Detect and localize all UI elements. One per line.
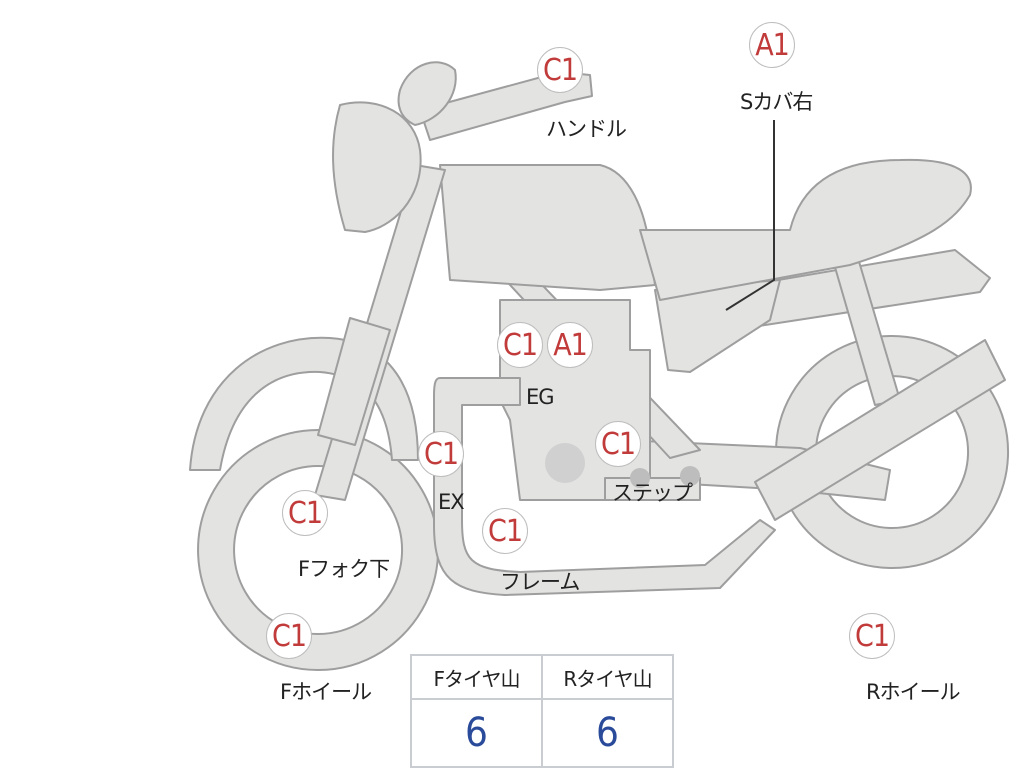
marker-front-fork-lower: C1 bbox=[282, 490, 328, 536]
footpeg-left bbox=[630, 468, 650, 488]
label-front-wheel: Fホイール bbox=[280, 680, 372, 704]
muffler bbox=[754, 339, 1006, 521]
footrest-bar bbox=[604, 477, 701, 501]
exhaust-header bbox=[433, 377, 776, 596]
label-front-fork-lower: Fフォク下 bbox=[298, 557, 390, 581]
marker-frame: C1 bbox=[482, 508, 528, 554]
fork-guard bbox=[317, 317, 391, 446]
marker-step: C1 bbox=[595, 421, 641, 467]
rear-tire-header: Rタイヤ山 bbox=[541, 654, 674, 700]
label-handlebar: ハンドル bbox=[546, 117, 627, 141]
marker-front-wheel: C1 bbox=[266, 613, 312, 659]
marker-rear-wheel: C1 bbox=[849, 613, 895, 659]
marker-handlebar: C1 bbox=[537, 47, 583, 93]
engine-case bbox=[545, 443, 585, 483]
label-exhaust: EX bbox=[438, 490, 465, 514]
seat bbox=[639, 158, 972, 301]
marker-side-cover-right: A1 bbox=[749, 22, 795, 68]
marker-engine-a1: A1 bbox=[547, 322, 593, 368]
label-step: ステップ bbox=[612, 481, 693, 505]
front-tire-value: 6 bbox=[410, 698, 543, 768]
tire-tread-table: Fタイヤ山 Rタイヤ山 6 6 bbox=[410, 654, 674, 768]
front-tire-header: Fタイヤ山 bbox=[410, 654, 543, 700]
marker-engine-c1: C1 bbox=[497, 322, 543, 368]
mirror bbox=[397, 61, 457, 126]
label-frame: フレーム bbox=[500, 570, 580, 594]
front-wheel bbox=[197, 429, 440, 671]
label-engine: EG bbox=[526, 385, 555, 409]
label-rear-wheel: Rホイール bbox=[866, 680, 961, 704]
headlight bbox=[332, 101, 422, 233]
label-side-cover-right: Sカバ右 bbox=[740, 90, 813, 114]
marker-exhaust: C1 bbox=[418, 431, 464, 477]
rear-tire-value: 6 bbox=[541, 698, 674, 768]
callout-line bbox=[725, 120, 775, 311]
fuel-tank bbox=[439, 164, 656, 291]
footpeg-right bbox=[680, 466, 700, 486]
